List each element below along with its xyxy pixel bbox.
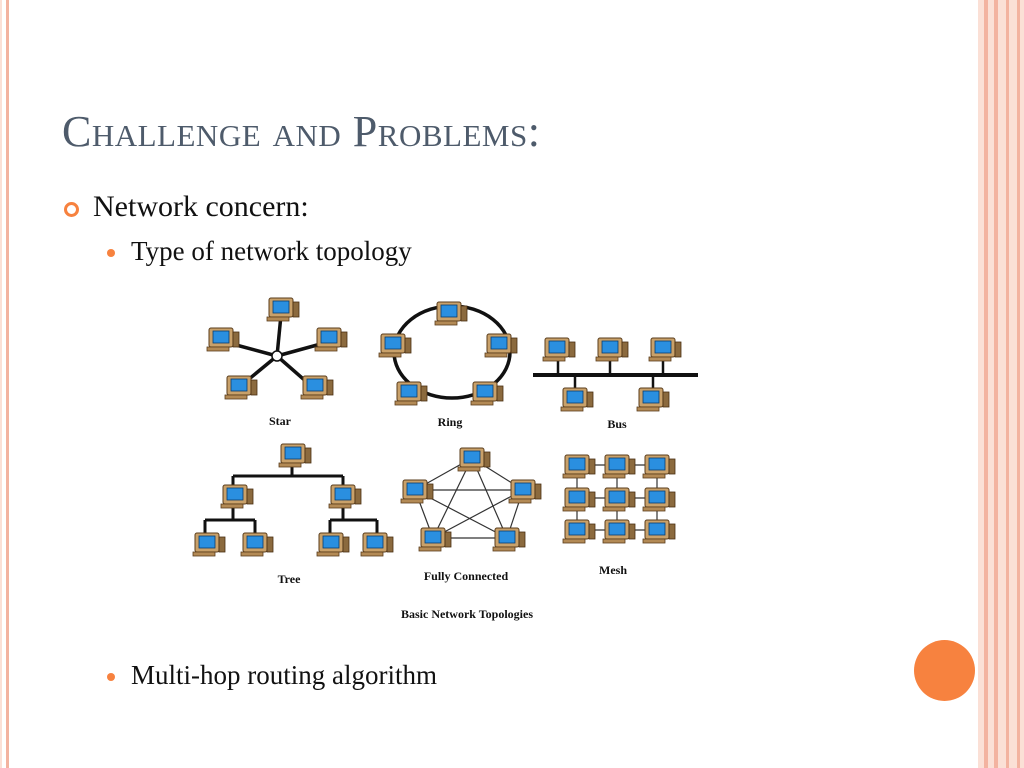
computer-icon xyxy=(240,532,274,557)
computer-icon xyxy=(602,487,636,512)
decorative-orange-circle xyxy=(914,640,975,701)
computer-icon xyxy=(316,532,350,557)
diagram-caption: Basic Network Topologies xyxy=(401,607,533,621)
computer-icon xyxy=(602,454,636,479)
computer-icon xyxy=(636,387,670,412)
bullet-routing: Multi-hop routing algorithm xyxy=(107,660,437,691)
dot-bullet-icon xyxy=(107,672,115,681)
right-stripe xyxy=(1009,0,1017,768)
computer-icon xyxy=(542,337,576,362)
computer-icon xyxy=(220,484,254,509)
computer-icon xyxy=(457,447,491,472)
computer-icon xyxy=(508,479,542,504)
bus-label: Bus xyxy=(607,417,627,431)
computer-icon xyxy=(642,454,676,479)
computer-icon xyxy=(192,532,226,557)
bus-topology: Bus xyxy=(533,337,698,431)
computer-icon xyxy=(206,327,240,352)
star-label: Star xyxy=(269,414,292,428)
network-topologies-diagram: Star Ring Bus xyxy=(192,297,698,621)
bullet-network-concern: Network concern: xyxy=(64,190,309,224)
computer-icon xyxy=(278,443,312,468)
right-stripe xyxy=(1020,0,1024,768)
computer-icon xyxy=(642,487,676,512)
computer-icon xyxy=(400,479,434,504)
dot-bullet-icon xyxy=(107,248,115,257)
hollow-bullet-icon xyxy=(64,201,79,217)
computer-icon xyxy=(492,527,526,552)
right-stripe xyxy=(1006,0,1009,768)
fully-connected-topology: Fully Connected xyxy=(400,447,542,583)
computer-icon xyxy=(595,337,629,362)
mesh-label: Mesh xyxy=(599,563,627,577)
computer-icon xyxy=(328,484,362,509)
tree-label: Tree xyxy=(278,572,302,586)
computer-icon xyxy=(648,337,682,362)
right-stripe xyxy=(984,0,988,768)
computer-icon xyxy=(484,333,518,358)
computer-icon xyxy=(300,375,334,400)
ring-label: Ring xyxy=(438,415,463,429)
computer-icon xyxy=(562,487,596,512)
right-stripe xyxy=(1017,0,1020,768)
computer-icon xyxy=(394,381,428,406)
right-stripe xyxy=(998,0,1006,768)
bullet-text: Multi-hop routing algorithm xyxy=(131,660,437,690)
ring-topology: Ring xyxy=(378,301,518,429)
computer-icon xyxy=(642,519,676,544)
computer-icon xyxy=(360,532,394,557)
bullet-text: Network concern: xyxy=(93,190,309,223)
computer-icon xyxy=(224,375,258,400)
slide-title: Challenge and Problems: xyxy=(62,107,541,156)
bullet-text: Type of network topology xyxy=(131,236,412,266)
fully-connected-label: Fully Connected xyxy=(424,569,509,583)
computer-icon xyxy=(470,381,504,406)
right-stripe xyxy=(978,0,984,768)
star-topology: Star xyxy=(206,297,348,428)
computer-icon xyxy=(266,297,300,322)
computer-icon xyxy=(314,327,348,352)
mesh-topology: Mesh xyxy=(562,454,676,577)
left-edge-line xyxy=(0,0,2,768)
computer-icon xyxy=(378,333,412,358)
computer-icon xyxy=(560,387,594,412)
left-edge-line-accent xyxy=(6,0,9,768)
right-stripe xyxy=(994,0,998,768)
right-stripe xyxy=(988,0,994,768)
computer-icon xyxy=(602,519,636,544)
bullet-topology: Type of network topology xyxy=(107,236,412,267)
tree-topology: Tree xyxy=(192,443,394,586)
computer-icon xyxy=(562,454,596,479)
computer-icon xyxy=(562,519,596,544)
